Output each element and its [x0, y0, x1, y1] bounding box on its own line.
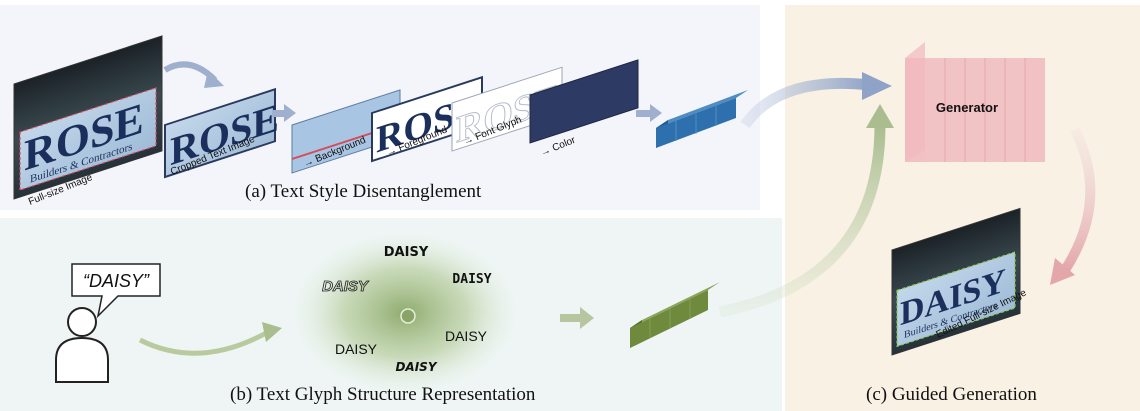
color-slab [529, 59, 639, 144]
arrow-style-to-generator [740, 77, 871, 129]
edited-full-size-image: DAISY Builders & Contractors [891, 207, 1021, 356]
glyph-sample-6: DAISY [395, 360, 437, 374]
glyph-feature-vector [630, 282, 720, 348]
arrow-slabs-to-feature [636, 110, 652, 117]
arrow-head-user-to-cloud [262, 322, 282, 342]
glyph-sample-3: DAISY [452, 272, 491, 287]
generator-label: Generator [936, 100, 998, 115]
arrow-head-glyph-to-generator [866, 104, 894, 128]
panel-c-caption: (c) Guided Generation [866, 384, 1037, 405]
arrow-user-to-cloud [138, 329, 270, 356]
arrow-head-style-to-generator [862, 72, 892, 100]
cloud-center-point [400, 308, 416, 324]
speech-bubble [71, 263, 161, 319]
arrow-head-cloud-to-feature [580, 307, 594, 329]
arrow-generator-to-output [1060, 127, 1096, 273]
arrow-head-full-to-cropped [204, 70, 224, 88]
generator-block [905, 42, 1045, 162]
arrow-head-slabs-to-feature [650, 104, 662, 122]
panel-b-caption: (b) Text Glyph Structure Representation [230, 384, 536, 405]
arrow-cloud-to-feature [560, 314, 582, 322]
person-icon [55, 307, 109, 383]
glyph-sample-4: DAISY [445, 328, 488, 344]
glyph-sample-1: DAISY [384, 245, 429, 260]
speech-text: “DAISY” [83, 271, 150, 291]
arrow-cropped-to-slabs [272, 110, 286, 117]
arrow-head-generator-to-output [1050, 258, 1075, 285]
glyph-sample-2: DAISY [322, 278, 370, 295]
style-feature-vector [656, 90, 748, 148]
arrow-head-cropped-to-slabs [284, 104, 296, 122]
panel-a-caption: (a) Text Style Disentanglement [245, 181, 482, 202]
arrow-glyph-to-generator [718, 124, 886, 318]
glyph-sample-5: DAISY [335, 341, 378, 357]
